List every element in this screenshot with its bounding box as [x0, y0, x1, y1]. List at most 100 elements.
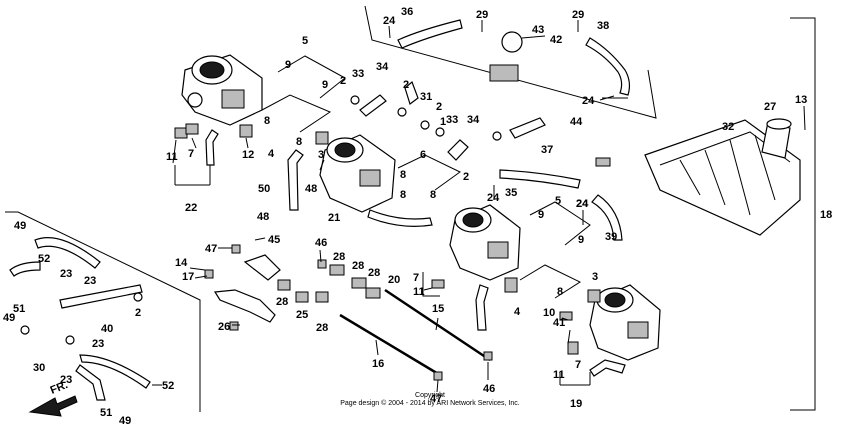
callout-50: 50 — [258, 183, 270, 195]
leader-lines — [152, 20, 806, 393]
rods — [59, 209, 491, 377]
callout-34: 34 — [467, 114, 480, 126]
callout-51: 51 — [100, 407, 112, 419]
callout-2: 2 — [340, 75, 346, 87]
callout-47: 47 — [430, 393, 442, 405]
carburetor-3 — [449, 204, 521, 281]
callout-8: 8 — [430, 189, 436, 201]
callout-8: 8 — [400, 169, 406, 181]
hoses — [9, 19, 631, 401]
callout-22: 22 — [185, 202, 197, 214]
callout-16: 16 — [372, 358, 384, 370]
callout-34: 34 — [376, 61, 389, 73]
callout-10: 10 — [543, 307, 555, 319]
callout-19: 19 — [570, 398, 582, 410]
copyright-notice: Copyright Page design © 2004 - 2014 by A… — [330, 392, 530, 408]
copyright-line-2: Page design © 2004 - 2014 by ARI Network… — [340, 400, 520, 407]
callout-23: 23 — [60, 268, 72, 280]
callout-40: 40 — [101, 323, 113, 335]
callout-46: 46 — [315, 237, 327, 249]
callout-44: 44 — [570, 116, 583, 128]
callout-33: 33 — [446, 114, 458, 126]
callout-24: 24 — [576, 198, 589, 210]
callout-43: 43 — [532, 24, 544, 36]
callout-28: 28 — [352, 260, 364, 272]
callout-27: 27 — [764, 101, 776, 113]
callout-17: 17 — [182, 271, 194, 283]
callout-28: 28 — [368, 267, 380, 279]
callout-20: 20 — [388, 274, 400, 286]
callout-45: 45 — [268, 234, 280, 246]
callout-15: 15 — [432, 303, 444, 315]
callout-18: 18 — [820, 209, 832, 221]
callout-48: 48 — [257, 211, 269, 223]
callout-2: 2 — [463, 171, 469, 183]
funnel-part — [761, 118, 792, 159]
callout-46: 46 — [483, 383, 495, 395]
copyright-line-1: Copyright — [415, 392, 445, 399]
callout-49: 49 — [119, 415, 131, 427]
callout-11: 11 — [413, 286, 425, 298]
callout-38: 38 — [597, 20, 609, 32]
callout-36: 36 — [401, 6, 413, 18]
callout-29: 29 — [572, 9, 584, 21]
callout-35: 35 — [505, 187, 517, 199]
bracket-lines — [5, 5, 816, 412]
callout-31: 31 — [420, 91, 432, 103]
callout-1: 1 — [440, 116, 446, 128]
callout-5: 5 — [555, 195, 561, 207]
callout-41: 41 — [553, 317, 565, 329]
callout-28: 28 — [316, 322, 328, 334]
callout-7: 7 — [575, 359, 581, 371]
callout-2: 2 — [135, 307, 141, 319]
callout-39: 39 — [605, 231, 617, 243]
callout-23: 23 — [60, 374, 72, 386]
callout-42: 42 — [550, 34, 562, 46]
callout-4: 4 — [268, 148, 275, 160]
callout-4: 4 — [514, 306, 521, 318]
callout-24: 24 — [576, 198, 589, 210]
callout-3: 3 — [592, 271, 598, 283]
callout-2: 2 — [403, 79, 409, 91]
callout-52: 52 — [38, 253, 50, 265]
small-parts — [20, 31, 611, 381]
callout-28: 28 — [276, 296, 288, 308]
callout-11: 11 — [553, 369, 565, 381]
callout-25: 25 — [296, 309, 308, 321]
callout-9: 9 — [538, 209, 544, 221]
callout-21: 21 — [328, 212, 340, 224]
callout-labels: 1 2 2 2 2 2 3 3 4 4 5 5 6 7 7 7 8 8 8 8 … — [3, 6, 832, 427]
callout-11: 11 — [166, 151, 178, 163]
front-direction-arrow: FR. — [28, 379, 78, 417]
callout-24: 24 — [383, 15, 396, 27]
callout-9: 9 — [578, 234, 584, 246]
callout-9: 9 — [322, 79, 328, 91]
callout-8: 8 — [296, 136, 302, 148]
callout-52: 52 — [162, 380, 174, 392]
callout-48: 48 — [305, 183, 317, 195]
callout-6: 6 — [420, 149, 426, 161]
callout-8: 8 — [400, 189, 406, 201]
callout-32: 32 — [722, 121, 734, 133]
carburetor-1 — [181, 54, 263, 126]
callout-49: 49 — [3, 312, 15, 324]
callout-9: 9 — [285, 59, 291, 71]
carburetor-4 — [589, 284, 661, 361]
carburetor-2 — [319, 134, 396, 213]
callout-29: 29 — [476, 9, 488, 21]
callout-14: 14 — [175, 257, 188, 269]
callout-2: 2 — [436, 101, 442, 113]
callout-26: 26 — [218, 321, 230, 333]
callout-8: 8 — [557, 286, 563, 298]
callout-30: 30 — [33, 362, 45, 374]
callout-5: 5 — [302, 35, 308, 47]
callout-24: 24 — [582, 95, 595, 107]
callout-28: 28 — [333, 251, 345, 263]
callout-37: 37 — [541, 144, 553, 156]
callout-12: 12 — [242, 149, 254, 161]
callout-49: 49 — [14, 220, 26, 232]
callout-23: 23 — [92, 338, 104, 350]
callout-8: 8 — [264, 115, 270, 127]
callout-7: 7 — [413, 272, 419, 284]
